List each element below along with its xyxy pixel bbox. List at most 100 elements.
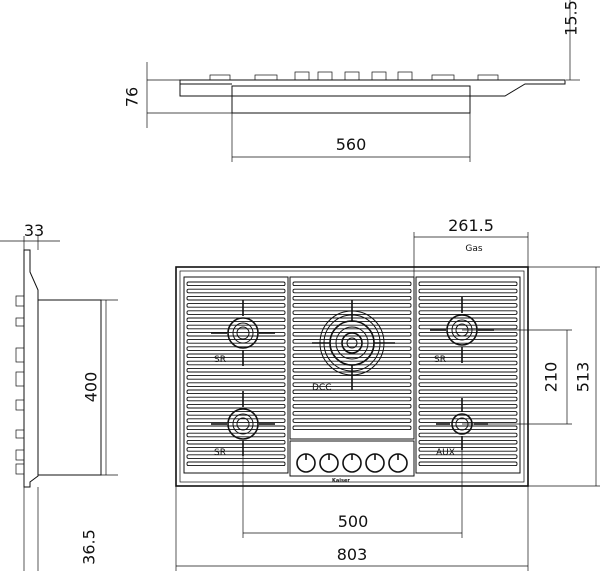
front-elevation-view [179, 71, 566, 114]
grate-bar [186, 389, 286, 395]
grate-bar [418, 288, 518, 294]
grate-bar [418, 461, 518, 467]
dim-side-depth-text: 76 [123, 87, 142, 107]
burner-top-left [211, 300, 275, 366]
grate-bar [292, 389, 412, 395]
side-burner-profile [15, 295, 25, 475]
label-burner-bottom-right: AUX [436, 448, 455, 458]
dim-total-width: 803 [175, 486, 529, 571]
dim-burner-spacing-vertical: 210 [462, 329, 572, 425]
dim-gas-offset: 261.5 Gas [413, 216, 529, 300]
grate-bar [292, 288, 412, 294]
grate-bar [418, 396, 518, 402]
grate-bar [418, 425, 518, 431]
grate-bar [186, 303, 286, 308]
grate-bar [186, 295, 286, 301]
grate-bar [418, 317, 518, 323]
grate-bar [186, 403, 286, 409]
grate-bar [186, 288, 286, 294]
grate-bar [186, 382, 286, 387]
dim-thickness: 33 [0, 221, 60, 250]
grate-bar [418, 331, 518, 337]
grate-bar [418, 411, 518, 416]
grate-bar [186, 281, 286, 287]
center-grate [289, 276, 415, 440]
brand-logo: Kaiser [332, 478, 350, 484]
dim-front-offset-text: 36.5 [80, 529, 99, 565]
grate-bar [418, 303, 518, 308]
grate-bar [292, 353, 412, 359]
control-knobs [296, 453, 408, 473]
grate-bar [418, 281, 518, 287]
grate-bar [418, 439, 518, 445]
right-grate [415, 276, 521, 474]
label-burner-top-right: SR [434, 355, 446, 365]
label-burner-bottom-left: SR [214, 448, 226, 458]
dim-gas-offset-text: 261.5 [448, 216, 494, 235]
grate-bar [186, 367, 286, 373]
grate-bar [186, 461, 286, 467]
left-grate [183, 276, 289, 474]
top-burner-caps [209, 71, 499, 81]
grate-bar [418, 447, 518, 452]
dim-cutout-depth: 400 [82, 299, 118, 476]
dim-burner-spacing-horizontal-text: 500 [338, 512, 369, 531]
grate-bar [292, 346, 412, 351]
grate-bar [418, 360, 518, 366]
grate-bar [292, 295, 412, 301]
grate-bar [186, 447, 286, 452]
grate-bar [418, 339, 518, 344]
grate-bar [418, 353, 518, 359]
grate-bar [186, 353, 286, 359]
dim-total-depth: 513 [528, 266, 600, 487]
grate-bar [418, 403, 518, 409]
dim-top-height: 15.5 [562, 0, 581, 81]
grate-bar [292, 281, 412, 287]
side-elevation-view [15, 249, 102, 488]
grate-bar [418, 310, 518, 315]
grate-bar [292, 418, 412, 423]
dim-cutout-width: 560 [231, 113, 471, 162]
dim-burner-spacing-horizontal: 500 [242, 440, 463, 538]
burner-center-dcc [312, 300, 395, 390]
label-burner-top-left: SR [214, 355, 226, 365]
grate-bar [418, 295, 518, 301]
grate-bar [292, 425, 412, 431]
grate-bar [418, 454, 518, 459]
grate-bar [292, 396, 412, 402]
grate-bar [186, 375, 286, 380]
grate-bar [418, 389, 518, 395]
grate-bar [418, 432, 518, 438]
grate-bar [186, 432, 286, 438]
dim-total-depth-text: 513 [574, 362, 593, 393]
dim-total-width-text: 803 [337, 545, 368, 564]
right-grate-bars [418, 281, 518, 467]
grate-bar [186, 439, 286, 445]
grate-bar [186, 310, 286, 315]
grate-bar [292, 411, 412, 416]
control-panel [289, 440, 415, 477]
dim-front-offset: 36.5 [23, 487, 99, 571]
grate-bar [418, 346, 518, 351]
grate-bar [186, 396, 286, 402]
grate-bar [418, 382, 518, 387]
dim-cutout-depth-text: 400 [82, 372, 101, 403]
grate-bar [292, 403, 412, 409]
grate-bar [418, 375, 518, 380]
dim-top-height-text: 15.5 [562, 0, 581, 36]
hob-plan-view: SR SR SR DCC AUX Kaiser [175, 266, 529, 487]
dim-burner-spacing-vertical-text: 210 [542, 362, 561, 393]
grate-bar [186, 411, 286, 416]
center-grate-bars [292, 281, 412, 431]
grate-bar [186, 425, 286, 431]
label-burner-center: DCC [312, 383, 332, 393]
grate-bar [186, 454, 286, 459]
grate-bar [186, 346, 286, 351]
dim-cutout-width-text: 560 [336, 135, 367, 154]
dim-thickness-text: 33 [24, 221, 44, 240]
gas-label: Gas [465, 244, 482, 254]
grate-bar [186, 360, 286, 366]
grate-bar [418, 367, 518, 373]
grate-bar [186, 418, 286, 423]
